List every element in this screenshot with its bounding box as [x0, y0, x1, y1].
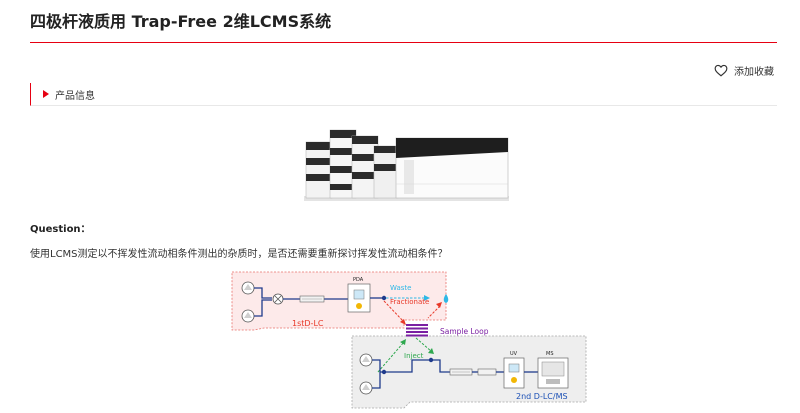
- mixer-icon: [272, 293, 284, 305]
- pda-detector-icon: [347, 283, 371, 313]
- pump-icon: [359, 381, 373, 395]
- sample-loop-icon: [406, 324, 428, 337]
- fractionate-label: Fractionate: [390, 298, 429, 306]
- triangle-right-icon: [43, 90, 49, 98]
- column-icon: [299, 295, 325, 303]
- question-label: Question：: [30, 224, 91, 235]
- uv-label: UV: [510, 351, 518, 357]
- second-dimension-label: 2nd D-LC/MS: [516, 392, 568, 401]
- first-dimension-label: 1stD-LC: [292, 319, 324, 328]
- title-divider: [30, 42, 777, 43]
- lc-flow-diagram: PDA Waste Fractionate Sample Loop Inject: [231, 271, 587, 409]
- add-favorite-label: 添加收藏: [734, 66, 774, 78]
- column-icon: [449, 368, 473, 376]
- pump-icon: [359, 353, 373, 367]
- inject-label: Inject: [404, 352, 424, 360]
- hplc-module-stack: [305, 129, 399, 199]
- droplet-icon: [443, 294, 449, 303]
- pump-icon: [241, 309, 255, 323]
- ms-detector-icon: [537, 357, 569, 389]
- ms-label: MS: [546, 351, 554, 357]
- pda-label: PDA: [353, 277, 364, 283]
- sample-loop-label: Sample Loop: [440, 327, 489, 336]
- valve-node: [381, 369, 387, 375]
- valve-node: [428, 357, 434, 363]
- waste-label: Waste: [390, 284, 411, 292]
- first-dimension-region: [231, 271, 447, 331]
- pump-icon: [241, 281, 255, 295]
- question-text: 使用LCMS测定以不挥发性流动相条件测出的杂质时，是否还需要重新探讨挥发性流动相…: [30, 249, 448, 260]
- valve-node: [381, 295, 387, 301]
- page-title: 四极杆液质用 Trap-Free 2维LCMS系统: [30, 12, 332, 31]
- product-info-label: 产品信息: [55, 90, 95, 102]
- uv-detector-icon: [503, 357, 525, 389]
- product-info-section: 产品信息: [30, 83, 777, 106]
- mass-spectrometer: [395, 137, 509, 199]
- product-photo: [304, 129, 509, 201]
- column-icon: [477, 368, 497, 376]
- heart-icon: [714, 64, 728, 76]
- add-favorite-button[interactable]: 添加收藏: [714, 62, 774, 78]
